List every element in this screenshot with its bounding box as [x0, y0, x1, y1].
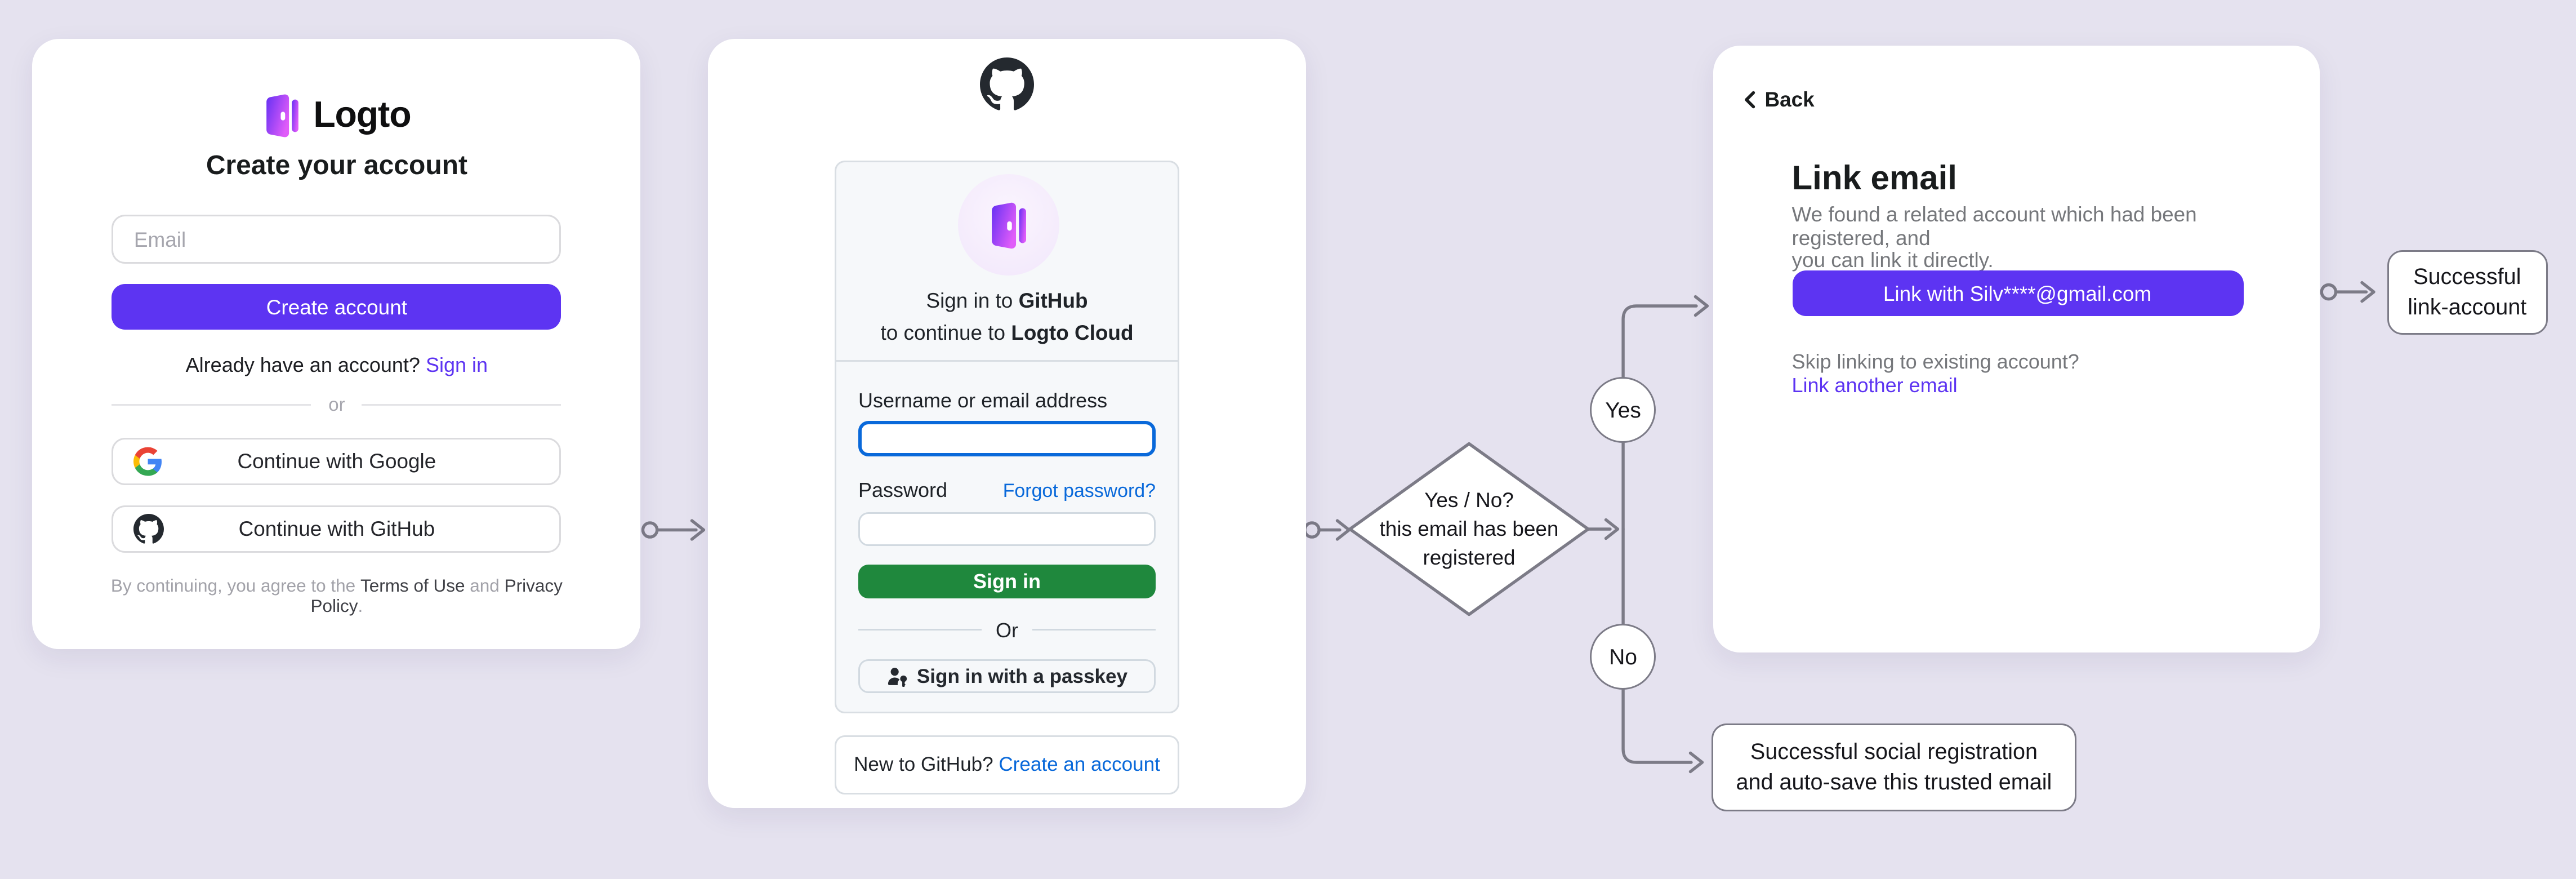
divider-line: [858, 629, 982, 631]
link-email-description: We found a related account which had bee…: [1791, 202, 2243, 274]
box-line: link-account: [2408, 294, 2527, 319]
footer-prompt: New to GitHub?: [854, 753, 999, 776]
link-email-card: Back Link email We found a related accou…: [1712, 46, 2319, 653]
github-or-divider: Or: [858, 618, 1156, 642]
username-input[interactable]: [858, 420, 1156, 457]
page-title: Create your account: [206, 152, 467, 181]
link-another-email-link[interactable]: Link another email: [1791, 373, 1958, 397]
terms-prefix: By continuing, you agree to the: [110, 576, 360, 597]
github-footer-panel: New to GitHub? Create an account: [835, 735, 1179, 794]
arrowhead: [1604, 518, 1620, 540]
google-button-label: Continue with Google: [237, 449, 436, 473]
heading-app: Logto Cloud: [1011, 321, 1134, 345]
github-logo-icon: [708, 57, 1306, 112]
forgot-password-link[interactable]: Forgot password?: [1002, 481, 1156, 502]
signin-heading: Sign in to GitHub to continue to Logto Cl…: [836, 286, 1178, 349]
connector-start-dot: [2320, 283, 2338, 301]
signin-link[interactable]: Sign in: [426, 353, 488, 377]
decision-diamond-label: Yes / No? this email has been registered: [1334, 487, 1605, 573]
terms-notice: By continuing, you agree to the Terms of…: [83, 577, 590, 618]
logto-door-icon: [267, 95, 300, 138]
privacy-policy-link[interactable]: Privacy Policy: [310, 576, 568, 618]
password-label: Password: [858, 478, 948, 502]
github-button-label: Continue with GitHub: [238, 517, 435, 541]
panel-divider: [836, 360, 1178, 362]
box-line: Successful: [2413, 264, 2521, 290]
divider-line: [362, 404, 561, 406]
arrowhead: [1693, 295, 1709, 317]
chevron-left-icon: [1744, 91, 1754, 109]
connector-yes-branch: [1621, 304, 1698, 531]
no-branch-node: No: [1590, 623, 1656, 689]
description-line: you can link it directly.: [1791, 249, 1994, 273]
create-account-button[interactable]: Create account: [112, 284, 561, 330]
divider-label: Or: [995, 618, 1019, 642]
github-signin-card: Sign in to GitHub to continue to Logto Cl…: [708, 39, 1306, 809]
connector-start-dot: [641, 521, 659, 539]
signin-prompt-text: Already have an account?: [185, 353, 426, 377]
github-signin-panel: Sign in to GitHub to continue to Logto Cl…: [835, 161, 1179, 714]
terms-suffix: .: [358, 597, 363, 618]
divider-line: [1032, 629, 1156, 631]
arrowhead: [690, 519, 706, 541]
heading-github: GitHub: [1018, 289, 1088, 313]
passkey-button-label: Sign in with a passkey: [916, 665, 1128, 687]
description-line: We found a related account which had bee…: [1791, 202, 2197, 250]
logto-signup-card: Logto Create your account Create account…: [32, 39, 641, 650]
github-signin-button[interactable]: Sign in: [858, 564, 1156, 598]
terms-of-use-link[interactable]: Terms of Use: [360, 576, 465, 597]
decision-line: registered: [1423, 546, 1516, 570]
heading-text: Sign in to: [926, 289, 1019, 313]
logto-brand-name: Logto: [313, 95, 411, 136]
decision-line: this email has been: [1379, 517, 1559, 541]
box-line: Successful social registration: [1750, 739, 2038, 765]
logto-logo: Logto: [33, 94, 641, 139]
signin-prompt: Already have an account? Sign in: [33, 353, 641, 376]
link-email-title: Link email: [1791, 161, 1957, 198]
logto-door-icon: [992, 202, 1026, 248]
email-input[interactable]: [112, 215, 561, 264]
username-label: Username or email address: [858, 389, 1108, 413]
or-divider: or: [112, 395, 561, 415]
yes-label: Yes: [1605, 397, 1641, 423]
password-input[interactable]: [858, 512, 1156, 546]
password-label-row: Password Forgot password?: [858, 478, 1156, 501]
create-github-account-link[interactable]: Create an account: [999, 753, 1160, 776]
success-social-registration-box: Successful social registration and auto-s…: [1712, 723, 2076, 811]
heading-text: to continue to: [880, 321, 1011, 345]
github-icon: [133, 513, 164, 544]
divider-label: or: [328, 395, 345, 416]
back-label: Back: [1764, 88, 1815, 112]
box-line: and auto-save this trusted email: [1736, 769, 2052, 794]
google-icon: [133, 447, 163, 476]
continue-with-github-button[interactable]: Continue with GitHub: [112, 505, 561, 553]
divider-line: [112, 404, 312, 406]
back-button[interactable]: Back: [1741, 88, 1815, 112]
no-label: No: [1609, 643, 1637, 669]
passkey-icon: [887, 667, 907, 686]
connector-no-branch: [1621, 527, 1693, 764]
decision-line: Yes / No?: [1424, 489, 1514, 512]
connector-start-dot: [1303, 521, 1321, 539]
terms-and: and: [465, 576, 505, 597]
continue-with-google-button[interactable]: Continue with Google: [112, 437, 561, 486]
arrowhead: [1688, 751, 1704, 774]
skip-linking-text: Skip linking to existing account?: [1791, 349, 2079, 374]
arrowhead: [2360, 281, 2376, 303]
success-link-account-box: Successful link-account: [2387, 250, 2547, 335]
yes-branch-node: Yes: [1590, 377, 1656, 443]
passkey-signin-button[interactable]: Sign in with a passkey: [858, 659, 1156, 694]
link-with-email-button[interactable]: Link with Silv****@gmail.com: [1791, 270, 2243, 316]
logto-app-avatar: [958, 174, 1059, 276]
